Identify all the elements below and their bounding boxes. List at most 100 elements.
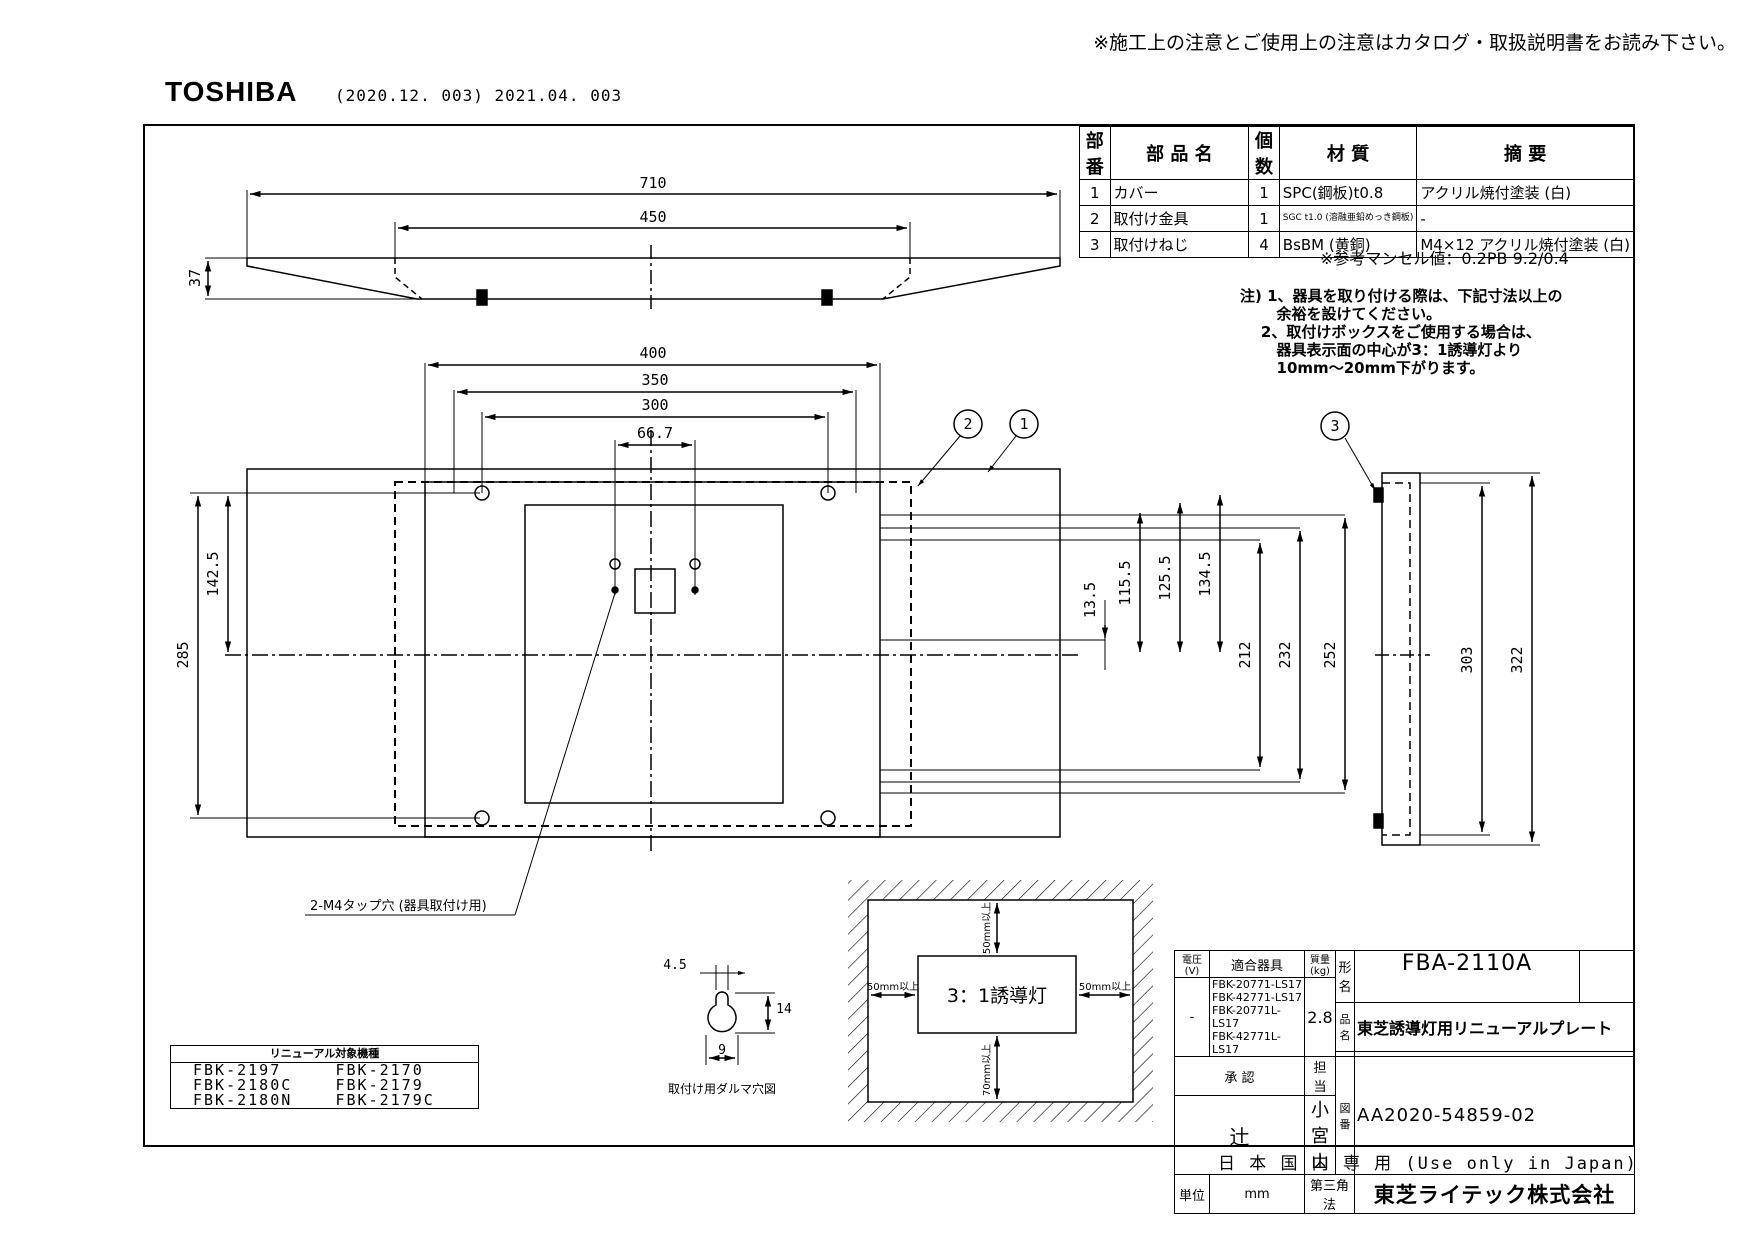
drawing-frame (143, 124, 1635, 1147)
parts-table: 部番 部 品 名 個数 材 質 摘 要 1 カバー 1 SPC(鋼板)t0.8 … (1079, 126, 1634, 258)
model-code: FBK-2170 (335, 1061, 424, 1079)
clearance-bottom: 70mm以上 (981, 1044, 993, 1096)
fixture-item: FBK-20771L-LS17 (1212, 1004, 1281, 1030)
dim-322: 322 (1508, 646, 1526, 673)
note-line: 10mm～20mm下がります。 (1240, 359, 1485, 377)
part-name: 取付け金具 (1109, 205, 1250, 232)
clearance-left: 50mm以上 (867, 981, 919, 993)
model-code: FBK-2179C (335, 1091, 435, 1109)
approver-name: 辻 (1174, 1095, 1305, 1175)
dim-350: 350 (641, 371, 668, 389)
part-no: 2 (1079, 205, 1111, 232)
mass-value: 2.8 (1304, 977, 1336, 1057)
dim-450: 450 (639, 208, 666, 226)
charge-label: 担 当 (1304, 1056, 1336, 1096)
dim-14: 14 (776, 1002, 792, 1017)
note-line: 器具表示面の中心が3：1誘導灯より (1240, 341, 1523, 359)
part-remark: - (1416, 205, 1634, 232)
dim-710: 710 (639, 174, 666, 192)
keyhole-caption: 取付け用ダルマ穴図 (668, 1081, 776, 1096)
dim-142-5: 142.5 (204, 551, 222, 596)
title-block-circle (1579, 950, 1635, 1003)
product-name: 東芝誘導灯用リニューアルプレート (1354, 1001, 1635, 1053)
fixture-item: FBK-20771-LS17 (1212, 978, 1302, 991)
table-row: 1 カバー 1 SPC(鋼板)t0.8 アクリル焼付塗装 (白) (1079, 179, 1634, 206)
side-view (1320, 411, 1540, 846)
front-view (190, 361, 1349, 916)
approve-label: 承 認 (1174, 1056, 1305, 1096)
model-code: FBK-2180N (193, 1091, 293, 1109)
dim-212: 212 (1236, 641, 1254, 668)
col-remark: 摘 要 (1416, 126, 1634, 180)
table-row: 3 取付けねじ 4 BsBM (黄銅) M4×12 アクリル焼付塗装 (白) (1079, 231, 1634, 258)
model-code: FBK-2197 (193, 1061, 282, 1079)
col-part-name: 部 品 名 (1109, 126, 1250, 180)
part-no: 3 (1079, 231, 1111, 258)
part-no: 1 (1079, 179, 1111, 206)
clearance-right: 50mm以上 (1079, 981, 1131, 993)
col-part-no: 部番 (1079, 126, 1111, 180)
fixtures-list: FBK-20771-LS17 FBK-42771-LS17 FBK-20771L… (1209, 977, 1305, 1057)
dim-285: 285 (174, 641, 192, 668)
model-code: FBK-2180C (193, 1076, 293, 1094)
callout-3: 3 (1330, 417, 1339, 435)
part-name: 取付けねじ (1109, 231, 1250, 258)
part-qty: 1 (1248, 205, 1280, 232)
top-view (204, 190, 1061, 312)
part-material: SGC t1.0 (溶融亜鉛めっき鋼板) (1278, 205, 1418, 232)
unit-value: mm (1209, 1174, 1305, 1214)
part-qty: 1 (1248, 179, 1280, 206)
note-line: 余裕を設けてください。 (1240, 305, 1442, 323)
product-label: 品名 (1335, 1001, 1355, 1053)
note-line: 2、取付けボックスをご使用する場合は、 (1240, 323, 1541, 341)
drawing-number: AA2020-54859-02 (1354, 1056, 1635, 1175)
company-name: 東芝ライテック株式会社 (1354, 1174, 1635, 1214)
model-number: FBA-2110A (1354, 950, 1580, 1003)
renewal-title: リニューアル対象機種 (171, 1046, 478, 1063)
keyhole-detail (700, 965, 775, 1065)
dim-4-5: 4.5 (663, 958, 686, 973)
col-material: 材 質 (1278, 126, 1418, 180)
callout-1: 1 (1019, 415, 1028, 433)
tap-hole-label: 2-M4タップ穴 (器具取付け用) (310, 899, 487, 914)
dim-300: 300 (641, 396, 668, 414)
list-item: FBK-2197 FBK-2170 (171, 1063, 478, 1078)
table-row: 2 取付け金具 1 SGC t1.0 (溶融亜鉛めっき鋼板) - (1079, 205, 1634, 232)
revision-history: (2020.12. 003) 2021.04. 003 (335, 86, 623, 105)
dim-125-5: 125.5 (1156, 555, 1174, 600)
dim-134-5: 134.5 (1196, 551, 1214, 596)
unit-label: 単位 (1174, 1174, 1210, 1214)
list-item: FBK-2180N FBK-2179C (171, 1093, 478, 1108)
munsell-note: ※参考マンセル値：0.2PB 9.2/0.4 (1320, 249, 1569, 268)
col-qty: 個数 (1248, 126, 1280, 180)
title-block: 電圧(V) 適合器具 質量(kg) 形名 FBA-2110A - FBK-207… (1174, 950, 1635, 1214)
dim-400: 400 (639, 344, 666, 362)
part-remark: M4×12 アクリル焼付塗装 (白) (1416, 231, 1634, 258)
part-qty: 4 (1248, 231, 1280, 258)
voltage-value: - (1174, 977, 1210, 1057)
fixture-item: FBK-42771L-LS17 (1212, 1030, 1281, 1056)
voltage-label: 電圧(V) (1174, 950, 1210, 978)
dim-232: 232 (1276, 641, 1294, 668)
part-name: カバー (1109, 179, 1250, 206)
part-remark: アクリル焼付塗装 (白) (1416, 179, 1634, 206)
clearance-diagram (848, 880, 1153, 1122)
clearance-top: 50mm以上 (981, 902, 993, 954)
brand-logo: TOSHIBA (165, 76, 298, 107)
part-material: SPC(鋼板)t0.8 (1278, 179, 1418, 206)
model-code: FBK-2179 (335, 1076, 424, 1094)
list-item: FBK-2180C FBK-2179 (171, 1078, 478, 1093)
part-material: BsBM (黄銅) (1278, 231, 1418, 258)
dim-252: 252 (1321, 641, 1339, 668)
japan-only-note: 日 本 国 内 専 用 (Use only in Japan) (1218, 1154, 1638, 1174)
model-label: 形名 (1335, 950, 1355, 1003)
renewal-target-table: リニューアル対象機種 FBK-2197 FBK-2170 FBK-2180C F… (170, 1045, 479, 1109)
dim-115-5: 115.5 (1116, 560, 1134, 605)
dim-9: 9 (718, 1043, 726, 1058)
note-line: 注) 1、器具を取り付ける際は、下記寸法以上の (1240, 287, 1563, 305)
dim-303: 303 (1458, 646, 1476, 673)
clearance-center-label: 3：1誘導灯 (947, 985, 1047, 1007)
callout-2: 2 (963, 415, 972, 433)
person-in-charge: 小宮山 (1304, 1095, 1336, 1175)
